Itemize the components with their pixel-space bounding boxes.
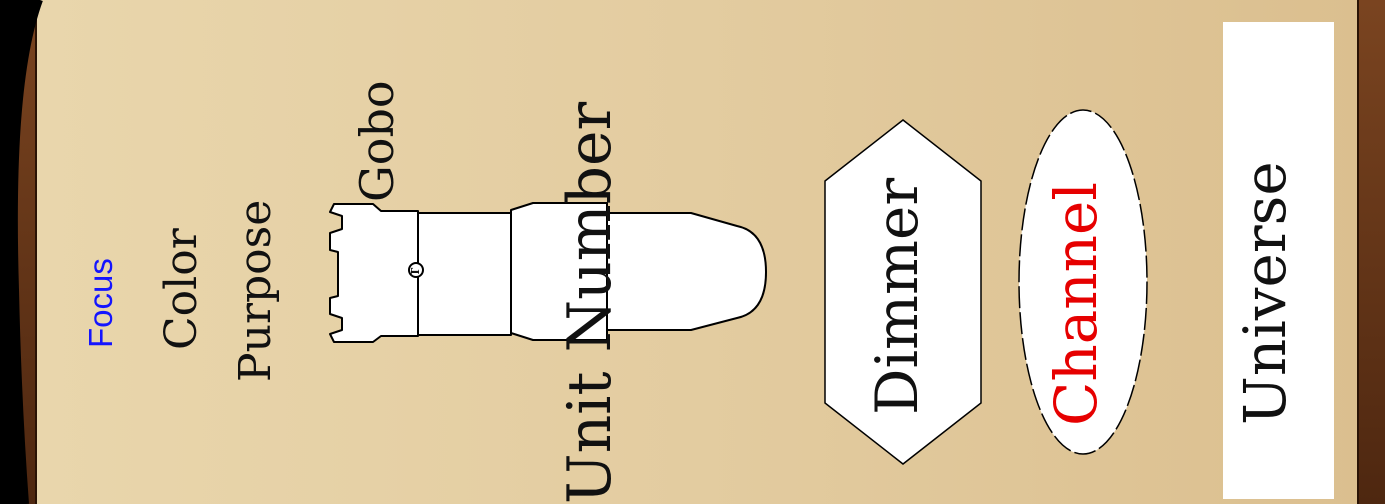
- universe-label: Universe: [1236, 161, 1294, 425]
- type-marker-label: T: [410, 268, 421, 276]
- color-label: Color: [160, 228, 204, 350]
- instrument-yoke-body: [330, 204, 418, 342]
- purpose-label: Purpose: [234, 200, 278, 382]
- focus-label: Focus: [84, 258, 117, 348]
- gobo-label: Gobo: [354, 80, 400, 202]
- lighting-instrument-symbol: [330, 203, 766, 342]
- instrument-lens: [607, 213, 766, 330]
- unit-number-label: Unit Number: [560, 102, 620, 504]
- channel-label: Channel: [1047, 182, 1105, 426]
- dimmer-label: Dimmer: [868, 178, 926, 415]
- instrument-barrel-1: [418, 213, 511, 335]
